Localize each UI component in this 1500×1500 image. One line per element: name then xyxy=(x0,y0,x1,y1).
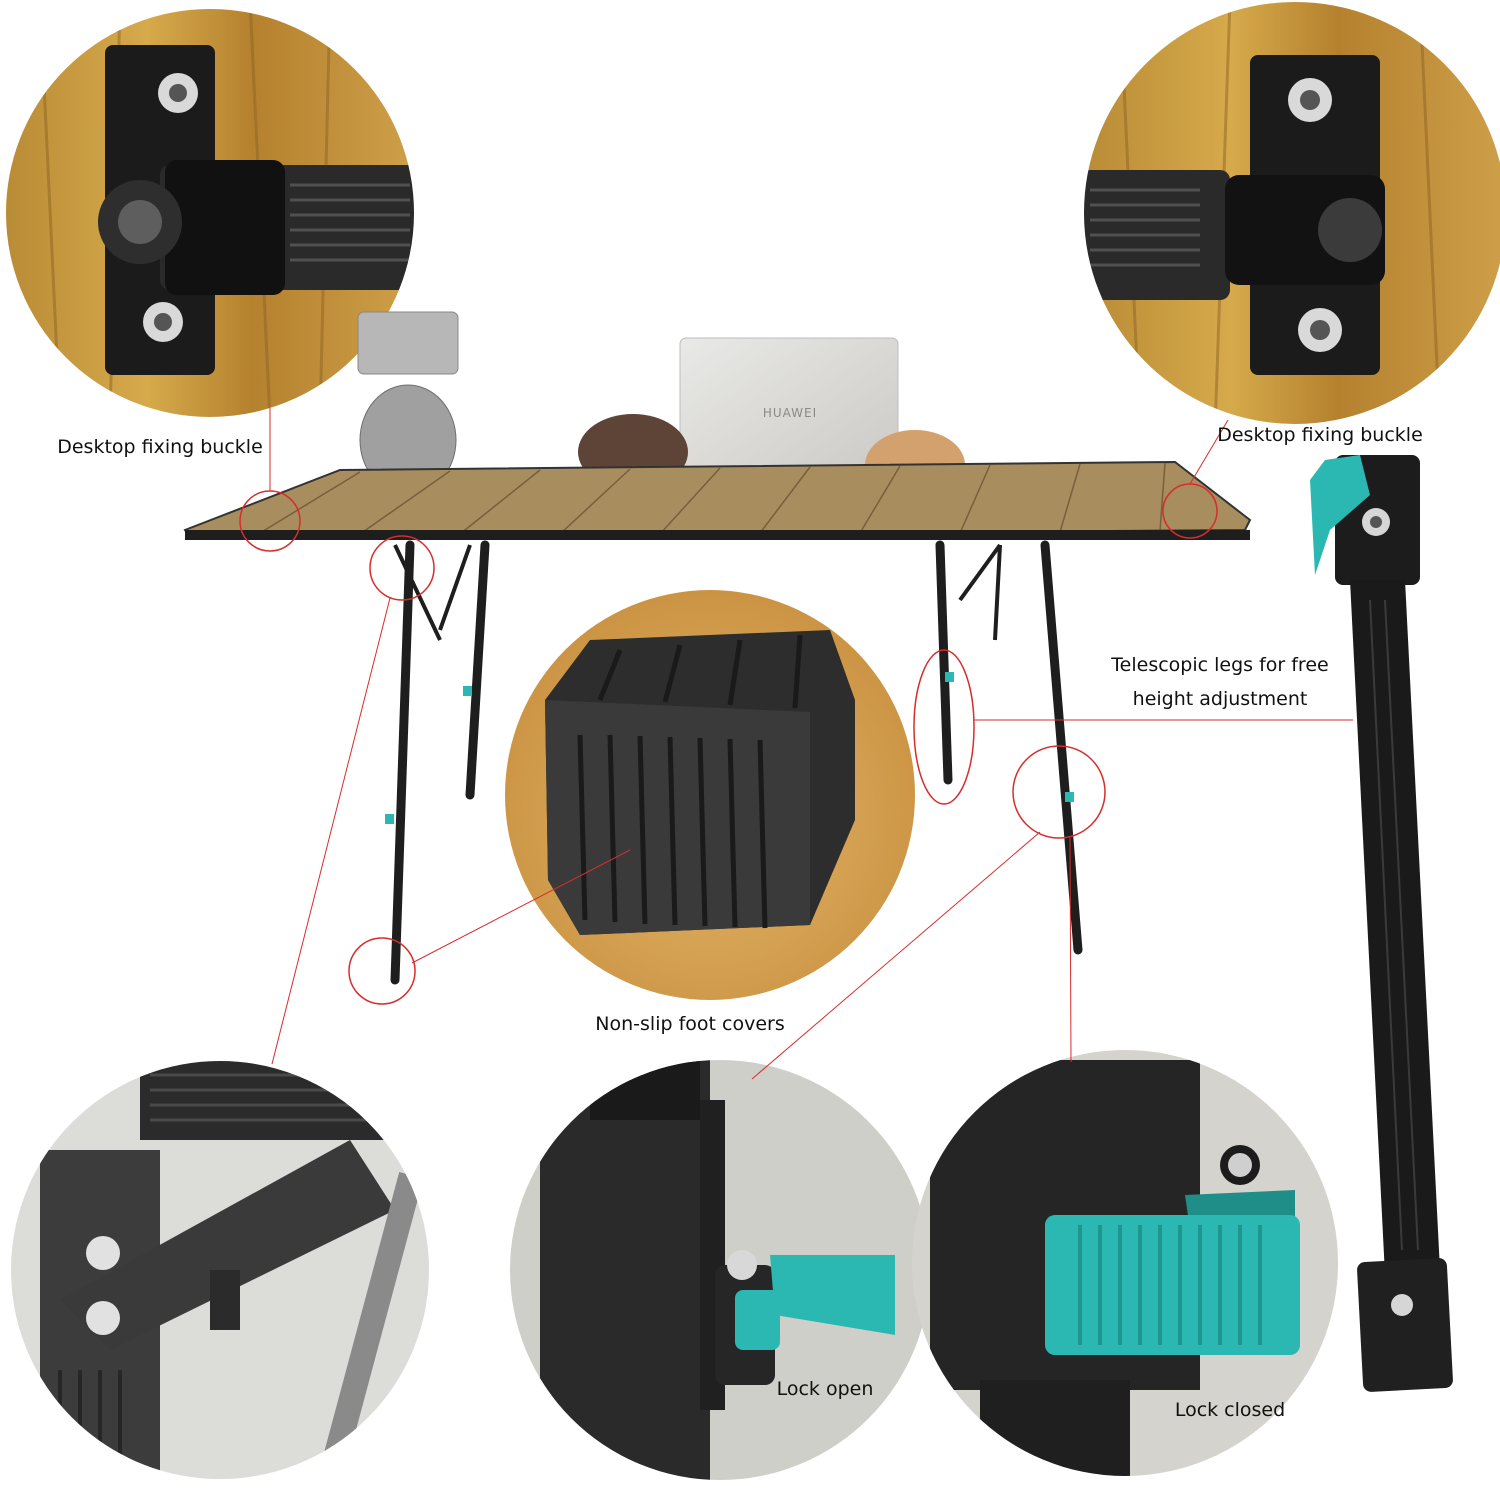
non-slip-label: Non-slip foot covers xyxy=(595,1013,785,1035)
leg-bracket-icon xyxy=(10,1060,430,1480)
desktop-buckle-label-right: Desktop fixing buckle xyxy=(1217,424,1423,446)
telescopic-leg xyxy=(1310,455,1453,1392)
lock-open-detail xyxy=(510,1060,930,1480)
lock-closed-detail xyxy=(912,1050,1338,1476)
buckle-detail-left xyxy=(5,8,415,418)
laptop-brand-text: HUAWEI xyxy=(762,406,818,420)
foot-cover-icon xyxy=(505,590,915,1000)
desktop-buckle-label-left: Desktop fixing buckle xyxy=(57,436,263,458)
callout-lines xyxy=(269,408,1353,1080)
telescopic-legs-label: Telescopic legs for free height adjustme… xyxy=(1090,648,1350,716)
buckle-detail-right xyxy=(1083,1,1500,425)
lock-open-label: Lock open xyxy=(776,1378,874,1400)
telescopic-legs-label-line1: Telescopic legs for free xyxy=(1111,654,1329,676)
pot xyxy=(357,311,459,375)
camping-table xyxy=(183,311,1252,985)
lock-closed-label: Lock closed xyxy=(1174,1399,1286,1421)
telescopic-legs-label-line2: height adjustment xyxy=(1132,688,1308,710)
